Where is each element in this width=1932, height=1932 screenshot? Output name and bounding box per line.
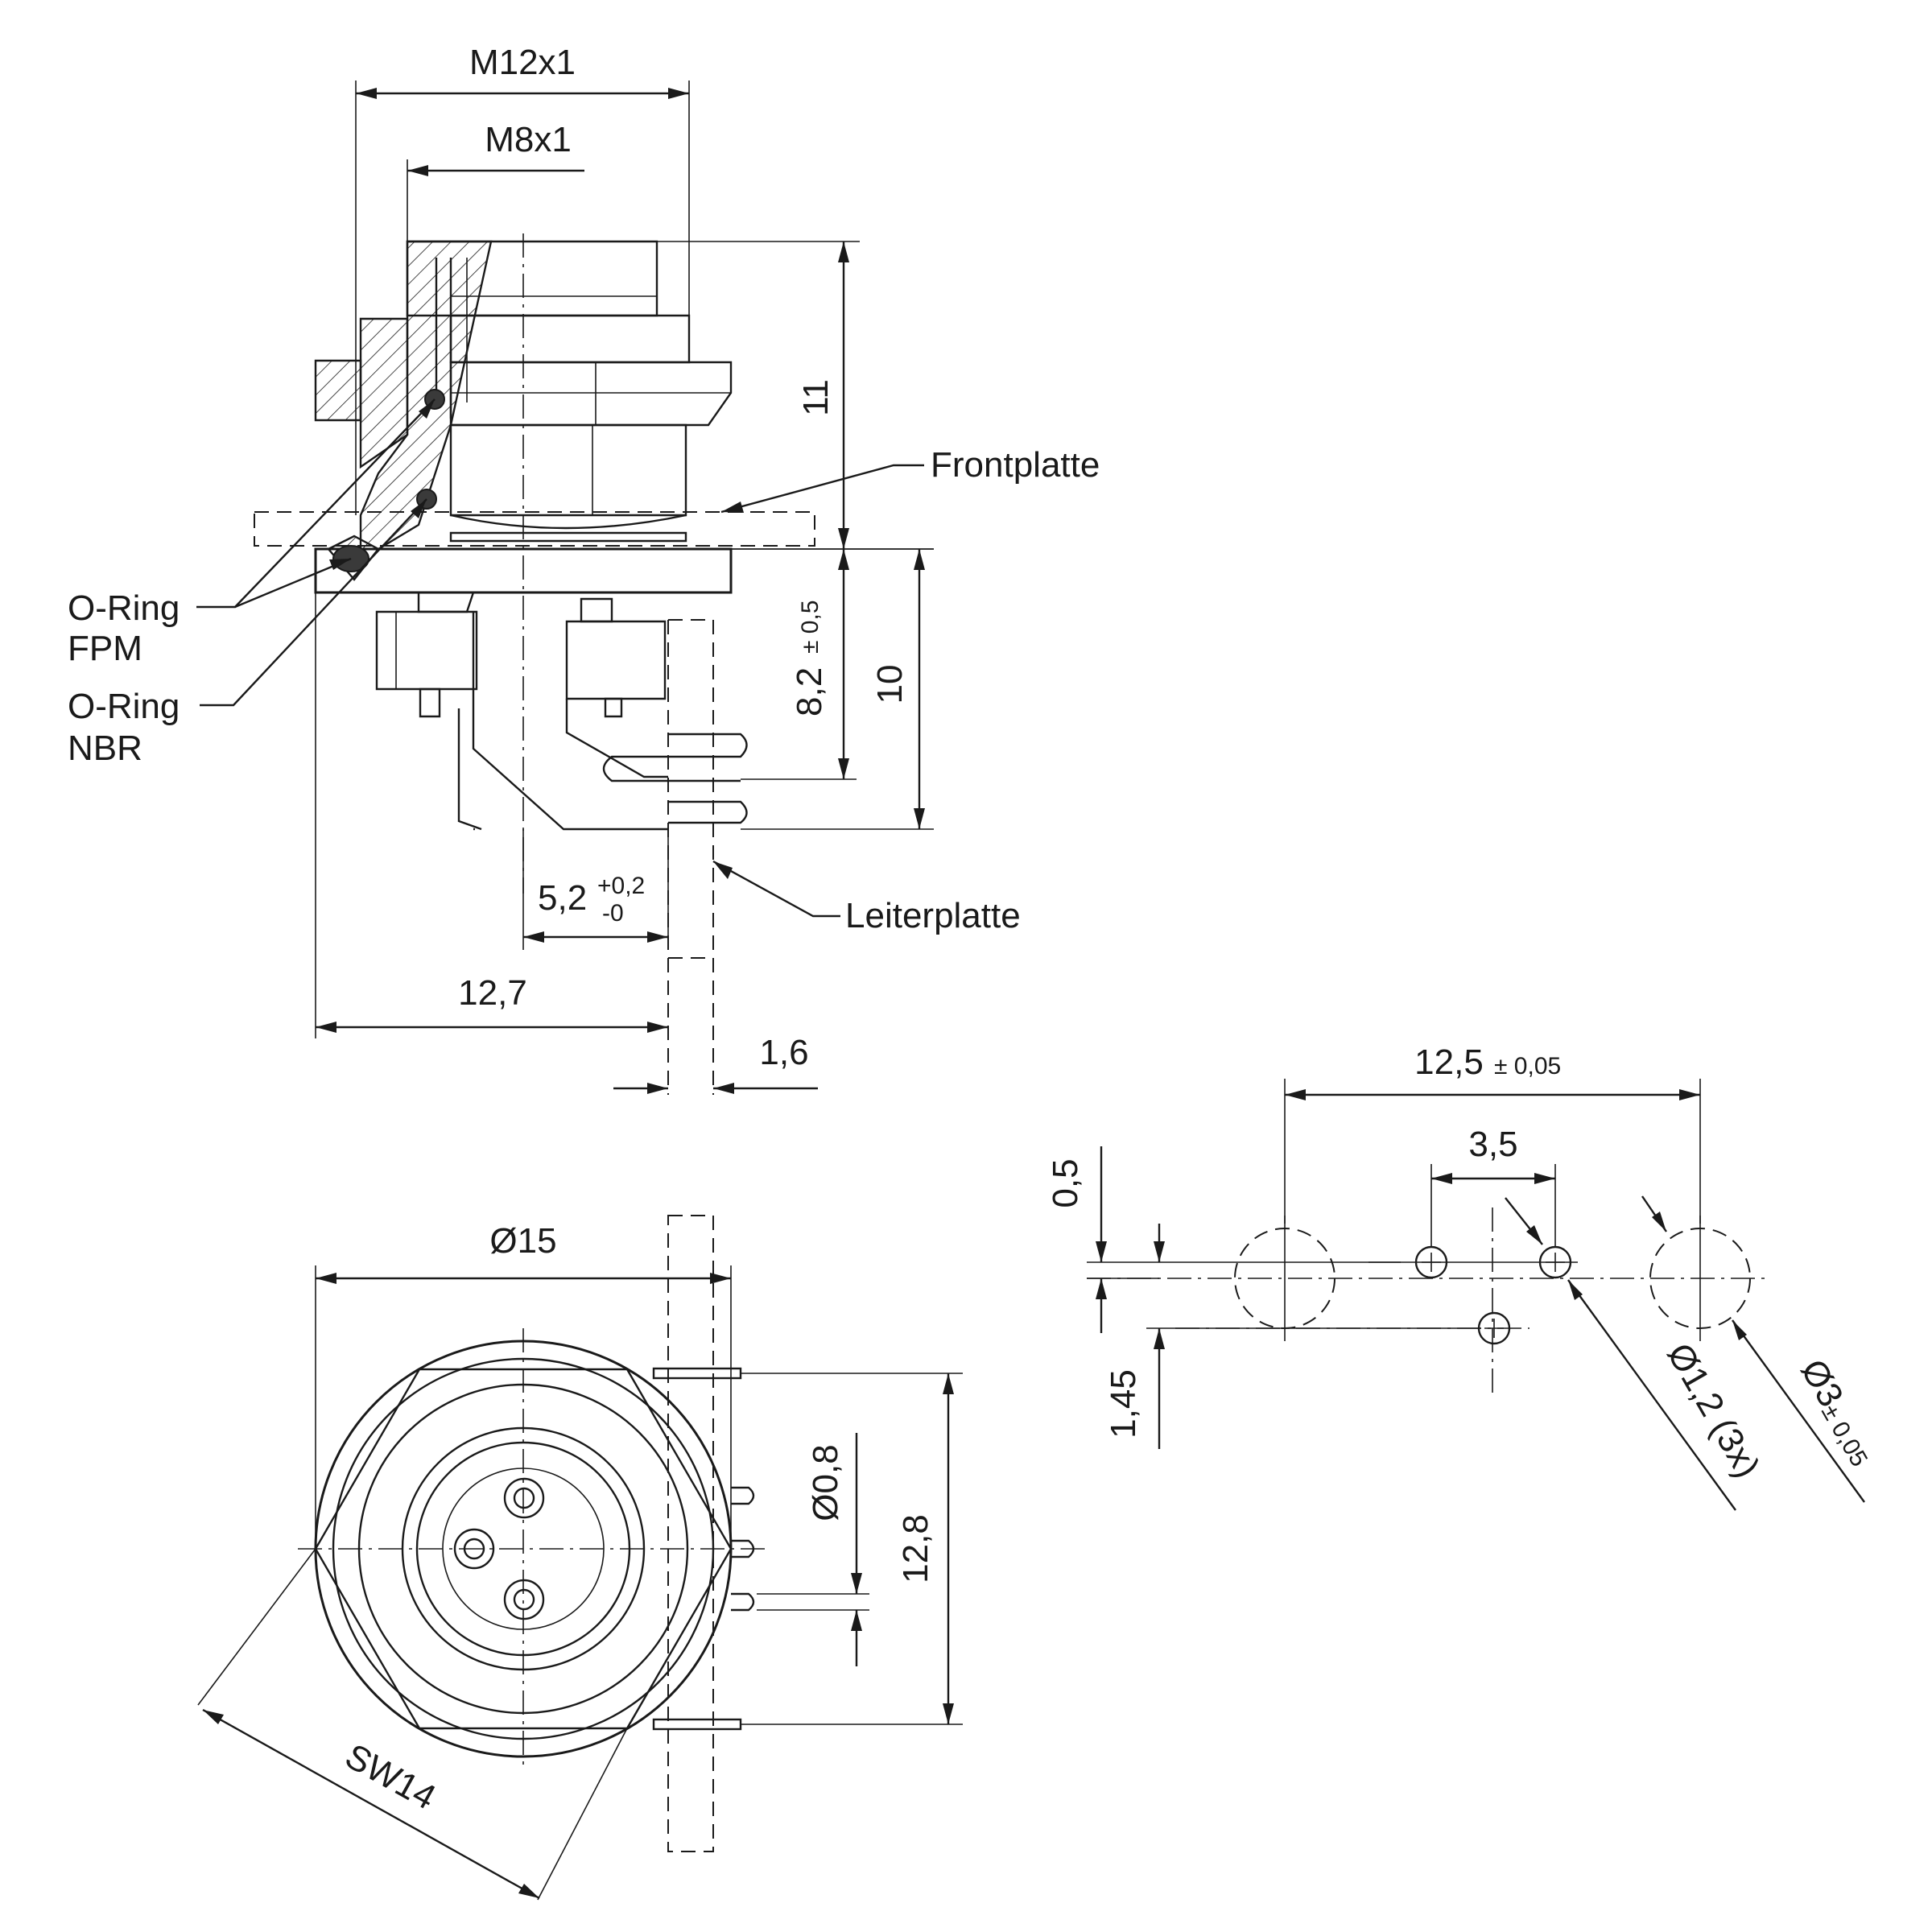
oring-fpm-callout: O-Ring FPM bbox=[68, 398, 436, 668]
dimension-12-5-text: 12,5 bbox=[1414, 1042, 1484, 1082]
oring-nbr-callout: O-Ring NBR bbox=[68, 498, 427, 768]
oring-fpm-label-line2: FPM bbox=[68, 629, 142, 668]
pcb-front bbox=[667, 1215, 714, 1852]
frontplatte-callout: Frontplatte bbox=[720, 445, 1100, 514]
front-panel bbox=[254, 511, 815, 547]
dimension-d1-2: Ø1,2 (3x) bbox=[1505, 1197, 1767, 1511]
small-holes bbox=[1368, 1245, 1578, 1345]
dimension-5-2-text: 5,2 bbox=[538, 878, 587, 918]
dimension-sw14-text: SW14 bbox=[339, 1736, 443, 1818]
contact-body bbox=[375, 591, 748, 831]
pcb bbox=[667, 619, 714, 1095]
oring-fpm-label-line1: O-Ring bbox=[68, 588, 180, 628]
dimension-3-5: 3,5 bbox=[1430, 1125, 1556, 1248]
dimension-d0-8-text: Ø0,8 bbox=[806, 1444, 845, 1521]
dimension-d15: Ø15 bbox=[315, 1221, 732, 1538]
dimension-0-5-text: 0,5 bbox=[1046, 1158, 1085, 1208]
dimension-10: 10 bbox=[731, 548, 934, 830]
front-view: Ø15 bbox=[197, 1215, 963, 1901]
dimension-m8-text: M8x1 bbox=[485, 120, 572, 159]
oring-nbr-label-line1: O-Ring bbox=[68, 687, 180, 726]
dimension-12-8: 12,8 bbox=[741, 1373, 963, 1725]
dimension-m8: M8x1 bbox=[407, 120, 584, 242]
oring-nbr-label-line2: NBR bbox=[68, 729, 142, 768]
dimension-d15-text: Ø15 bbox=[489, 1221, 556, 1261]
dimension-1-45-text: 1,45 bbox=[1104, 1369, 1143, 1439]
dimension-12-8-text: 12,8 bbox=[896, 1514, 935, 1583]
dimension-8-2-tol: ± 0,5 bbox=[797, 600, 824, 654]
dimension-1-6: 1,6 bbox=[613, 1033, 818, 1094]
dimension-3-5-text: 3,5 bbox=[1468, 1125, 1517, 1164]
side-view: M12x1 M8x1 bbox=[68, 43, 1100, 1095]
dimension-12-5: 12,5 ± 0,05 bbox=[1284, 1042, 1701, 1224]
dimension-5-2: 5,2 +0,2 -0 bbox=[522, 829, 669, 950]
dimension-8-2-text: 8,2 bbox=[790, 667, 829, 716]
dimension-5-2-tol-upper: +0,2 bbox=[597, 873, 645, 899]
dimension-12-5-tol: ± 0,05 bbox=[1494, 1053, 1561, 1080]
dimension-d3-tol: ± 0,05 bbox=[1816, 1400, 1872, 1472]
dimension-1-45: 1,45 bbox=[1104, 1224, 1481, 1449]
dimension-d0-8: Ø0,8 bbox=[757, 1433, 869, 1666]
dimension-1-6-text: 1,6 bbox=[759, 1033, 808, 1072]
dimension-11-text: 11 bbox=[796, 379, 836, 416]
dimension-m12: M12x1 bbox=[355, 43, 690, 515]
dimension-d1-2-text: Ø1,2 (3x) bbox=[1659, 1337, 1767, 1484]
dimension-10-text: 10 bbox=[870, 665, 910, 704]
dimension-11: 11 bbox=[657, 241, 934, 550]
section-hatching bbox=[314, 240, 493, 581]
leiterplatte-callout: Leiterplatte bbox=[712, 860, 1021, 935]
frontplatte-label: Frontplatte bbox=[931, 445, 1100, 485]
dimension-12-7: 12,7 bbox=[315, 592, 668, 1038]
leiterplatte-label: Leiterplatte bbox=[845, 896, 1021, 935]
dimension-m12-text: M12x1 bbox=[469, 43, 576, 82]
dimension-12-7-text: 12,7 bbox=[458, 973, 527, 1013]
hole-pattern: 12,5 ± 0,05 3,5 0,5 bbox=[1046, 1042, 1872, 1511]
dimension-8-2: 8,2 ± 0,5 bbox=[741, 549, 857, 780]
dimension-5-2-tol-lower: -0 bbox=[602, 900, 624, 927]
dimension-0-5: 0,5 bbox=[1046, 1146, 1401, 1333]
